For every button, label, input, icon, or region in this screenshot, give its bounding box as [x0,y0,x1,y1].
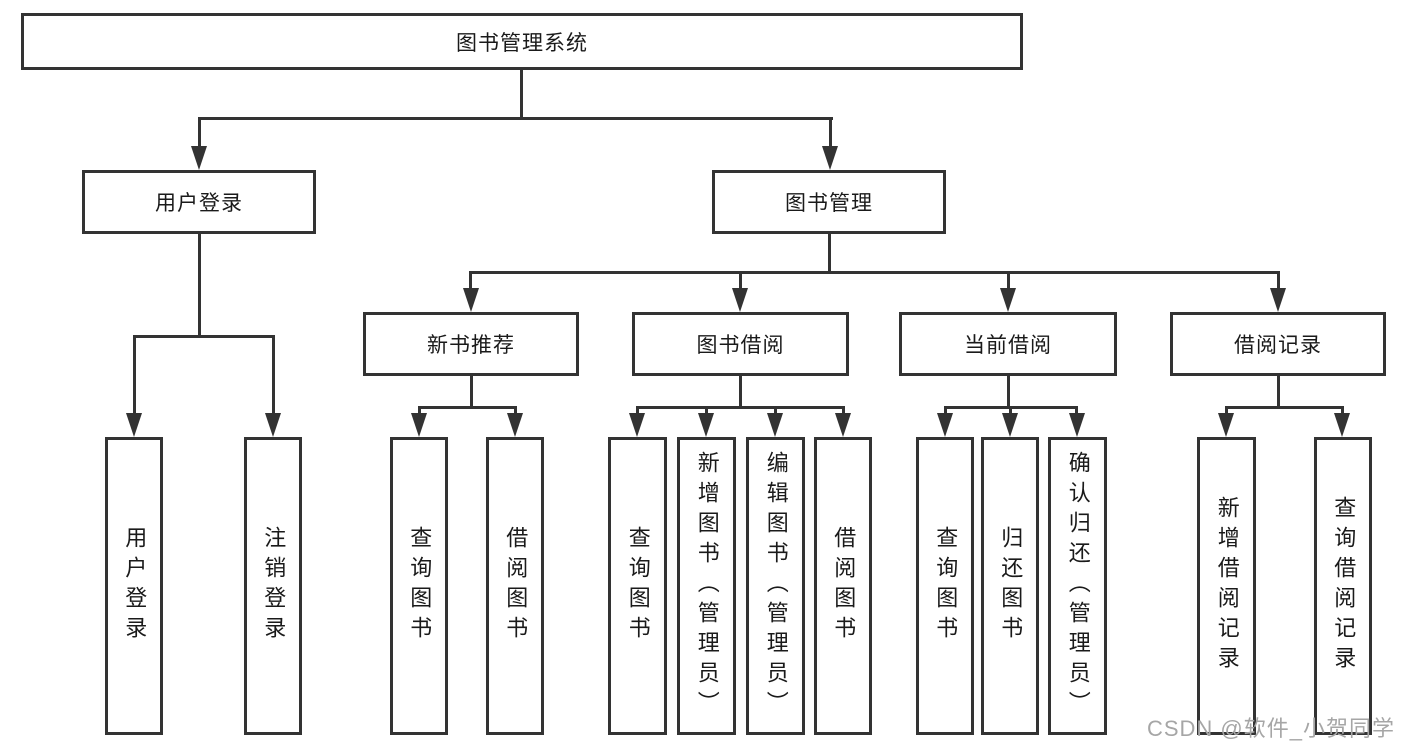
node-leaf-user-login: 用户登录 [105,437,163,735]
connector-line [705,406,708,416]
node-label: 查询借阅记录 [1331,496,1357,676]
connector-line [828,234,831,271]
connector-line [469,271,472,293]
node-label: 图书借阅 [696,334,785,357]
node-leaf-return-books: 归还图书 [981,437,1039,735]
arrowhead-icon [126,413,142,437]
node-label: 用户登录 [122,526,148,646]
node-book-management: 图书管理 [712,170,946,234]
node-label: 查询图书 [625,526,651,646]
node-leaf-confirm-return-admin: 确认归还（管理员） [1048,437,1107,735]
node-label: 借阅图书 [831,526,857,646]
node-leaf-query-borrow-record: 查询借阅记录 [1314,437,1372,735]
node-label: 新增借阅记录 [1214,496,1240,676]
connector-line [739,271,742,293]
arrowhead-icon [1000,288,1016,312]
node-label: 新书推荐 [427,334,515,357]
connector-line [198,117,201,149]
connector-line [1225,406,1228,416]
node-label: 查询图书 [407,526,433,646]
arrowhead-icon [463,288,479,312]
arrowhead-icon [732,288,748,312]
node-label: 当前借阅 [964,334,1052,357]
connector-line [418,406,421,416]
arrowhead-icon [629,413,645,437]
connector-line [133,335,275,338]
connector-line [520,70,523,120]
node-new-book-recommend: 新书推荐 [363,312,579,376]
arrowhead-icon [1218,413,1234,437]
connector-line [774,406,777,416]
connector-line [1277,271,1280,293]
node-leaf-edit-books-admin: 编辑图书（管理员） [746,437,805,735]
arrowhead-icon [937,413,953,437]
node-label: 图书管理 [785,192,873,215]
arrowhead-icon [1002,413,1018,437]
arrowhead-icon [507,413,523,437]
node-library-system: 图书管理系统 [21,13,1023,70]
connector-line [1009,406,1012,416]
arrowhead-icon [835,413,851,437]
connector-line [514,406,517,416]
node-borrowing-records: 借阅记录 [1170,312,1386,376]
node-current-borrowing: 当前借阅 [899,312,1117,376]
node-leaf-borrow-books: 借阅图书 [814,437,872,735]
node-label: 编辑图书（管理员） [763,451,789,721]
connector-line [842,406,845,416]
connector-line [1341,406,1344,416]
arrowhead-icon [767,413,783,437]
arrowhead-icon [1069,413,1085,437]
connector-line [272,335,275,417]
connector-line [1277,376,1280,407]
connector-line [829,117,832,149]
connector-line [1007,271,1010,293]
connector-line [1007,376,1010,407]
node-label: 注销登录 [261,526,287,646]
arrowhead-icon [1334,413,1350,437]
connector-line [133,335,136,417]
node-leaf-query-books-current: 查询图书 [916,437,974,735]
node-book-borrowing: 图书借阅 [632,312,849,376]
arrowhead-icon [822,146,838,170]
connector-line [1075,406,1078,416]
node-user-login: 用户登录 [82,170,316,234]
connector-line [636,406,639,416]
node-label: 图书管理系统 [456,31,588,55]
node-label: 用户登录 [155,192,243,215]
arrowhead-icon [698,413,714,437]
csdn-watermark: CSDN @软件_小贺同学 [1146,716,1395,741]
node-label: 查询图书 [933,526,959,646]
node-label: 借阅图书 [503,526,529,646]
node-leaf-add-borrow-record: 新增借阅记录 [1197,437,1256,735]
node-label: 新增图书（管理员） [694,451,720,721]
connector-line [944,406,947,416]
arrowhead-icon [191,146,207,170]
arrowhead-icon [1270,288,1286,312]
connector-line [1225,406,1344,409]
connector-line [739,376,742,407]
node-leaf-query-books-recommend: 查询图书 [390,437,448,735]
node-leaf-query-books-borrowing: 查询图书 [608,437,667,735]
node-leaf-borrow-books-recommend: 借阅图书 [486,437,544,735]
arrowhead-icon [265,413,281,437]
connector-line [470,376,473,407]
node-label: 借阅记录 [1234,334,1322,357]
connector-line [636,406,844,409]
node-leaf-logout: 注销登录 [244,437,302,735]
connector-line [418,406,517,409]
node-leaf-add-books-admin: 新增图书（管理员） [677,437,736,735]
connector-line [198,117,833,120]
connector-line [198,234,201,336]
arrowhead-icon [411,413,427,437]
connector-line [469,271,1280,274]
node-label: 确认归还（管理员） [1065,451,1091,721]
node-label: 归还图书 [998,526,1024,646]
